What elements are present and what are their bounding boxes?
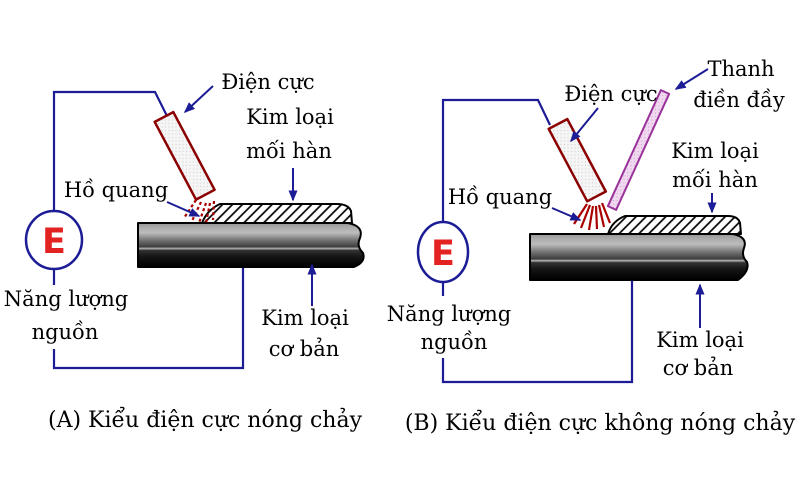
label-base-metal-b-2: cơ bản: [663, 356, 734, 380]
circuit-wire-top-a: [52, 90, 169, 211]
electrode-a: [153, 110, 216, 201]
label-weld-metal-a-1: Kim loại: [246, 105, 334, 129]
label-weld-metal-a-2: mối hàn: [246, 139, 332, 163]
label-energy-source-b-1: Năng lượng: [387, 302, 511, 326]
energy-symbol-a: E: [42, 222, 66, 262]
label-weld-metal-b-2: mối hàn: [672, 168, 758, 192]
filler-rod-pointer-b: [674, 68, 709, 90]
label-filler-rod-b-2: điền đầy: [693, 88, 785, 112]
arc-sparks-b: [573, 202, 612, 231]
label-electrode-a: Điện cực: [221, 70, 314, 94]
circuit-wire-top-b: [441, 98, 551, 222]
arc-sparks-a: [183, 199, 216, 224]
energy-source-circle-b: [416, 220, 470, 284]
label-energy-source-a-1: Năng lượng: [4, 287, 128, 311]
electrode-pointer-a: [183, 85, 214, 114]
diagram-a: E Điện cực Kim loại mối hàn Hồ quang Năn…: [4, 70, 365, 433]
electrode-pointer-b: [570, 107, 599, 143]
label-energy-source-b-2: nguồn: [421, 330, 488, 354]
energy-source-circle-a: [24, 209, 84, 271]
label-arc-b: Hồ quang: [448, 185, 552, 209]
circuit-wire-bottom-b: [441, 280, 634, 384]
energy-symbol-b: E: [431, 234, 455, 274]
diagram-b: E Điện cực Thanh điền đầy Kim loại mối h…: [387, 57, 796, 436]
weld-metal-a: [201, 203, 353, 224]
circuit-wire-bottom-a: [52, 267, 245, 370]
label-weld-metal-b-1: Kim loại: [671, 139, 759, 163]
caption-a: (A) Kiểu điện cực nóng chảy: [48, 405, 363, 433]
electrode-b: [547, 117, 608, 203]
label-filler-rod-b-1: Thanh: [707, 57, 774, 81]
label-energy-source-a-2: nguồn: [32, 320, 99, 344]
label-electrode-b: Điện cực: [564, 82, 657, 106]
base-metal-b: [529, 233, 749, 281]
weld-metal-b: [607, 215, 742, 235]
label-arc-a: Hồ quang: [64, 178, 168, 202]
label-base-metal-a-1: Kim loại: [261, 306, 349, 330]
caption-b: (B) Kiểu điện cực không nóng chảy: [405, 408, 796, 436]
label-base-metal-a-2: cơ bản: [269, 337, 340, 361]
label-base-metal-b-1: Kim loại: [656, 328, 744, 352]
arc-pointer-a: [166, 201, 201, 217]
base-metal-a: [137, 222, 365, 268]
filler-rod-b: [606, 89, 671, 211]
arc-pointer-b: [551, 207, 582, 221]
